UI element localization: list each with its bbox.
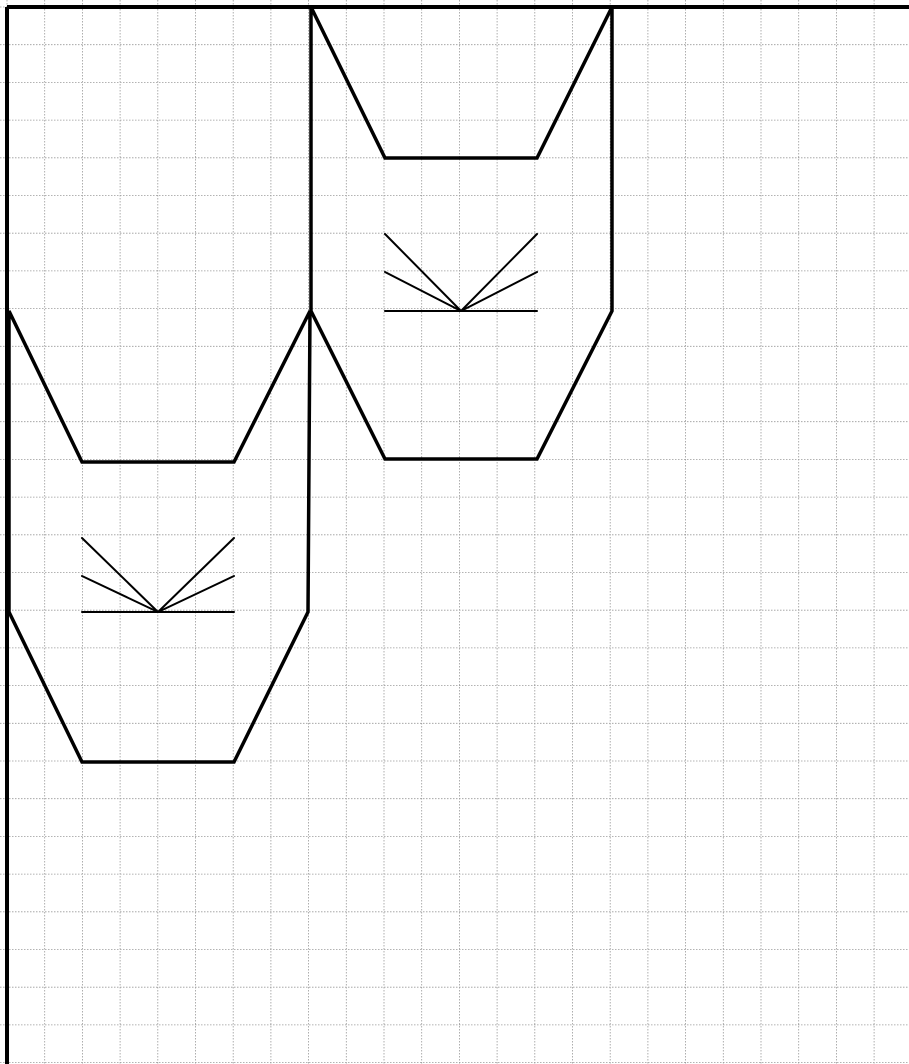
whiskers [385,234,537,311]
whisker-line [385,234,461,311]
cat-head-outline [311,7,612,459]
whisker-line [158,538,234,612]
cat-head-outline [9,311,310,762]
cat-face-lower [9,311,310,762]
whisker-line [461,272,537,311]
whisker-line [385,272,461,311]
whisker-line [461,234,537,311]
whisker-line [158,576,234,612]
frame-border [7,7,909,1064]
cat-face-upper [311,7,612,459]
